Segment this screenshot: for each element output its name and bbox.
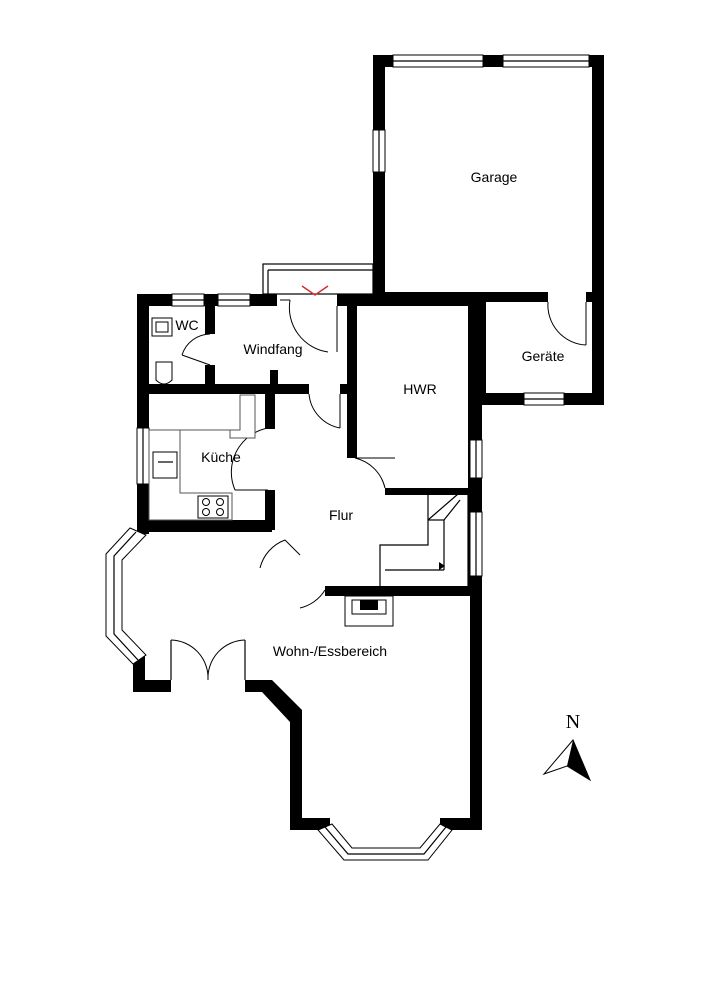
fireplace-icon [344, 595, 394, 627]
staircase [379, 493, 469, 589]
label-flur: Flur [329, 507, 353, 523]
flur-door[interactable] [308, 393, 341, 429]
label-windfang: Windfang [243, 341, 302, 357]
entrance-porch [262, 263, 374, 295]
north-arrow-icon: N [542, 711, 592, 782]
bay-window-west [105, 527, 147, 665]
label-kueche: Küche [201, 449, 241, 465]
label-wohn: Wohn-/Essbereich [273, 643, 387, 659]
stove-icon [197, 495, 229, 519]
entrance-door[interactable] [280, 285, 338, 353]
label-wc: WC [175, 317, 198, 333]
label-hwr: HWR [403, 381, 436, 397]
kitchen-door[interactable] [230, 427, 269, 491]
bay-window-south [317, 823, 453, 861]
garage-walls [373, 55, 604, 405]
hwr-door[interactable] [354, 457, 395, 489]
compass-label: N [566, 711, 580, 733]
label-garage: Garage [471, 169, 518, 185]
terrace-door[interactable] [170, 639, 246, 681]
house-walls [133, 294, 482, 830]
wc-door[interactable] [181, 333, 211, 366]
toilet-icon [155, 361, 173, 385]
living-door[interactable] [259, 539, 326, 609]
kitchen-sink [152, 451, 178, 479]
geraete-door[interactable] [547, 301, 587, 346]
label-geraete: Geräte [522, 348, 565, 364]
